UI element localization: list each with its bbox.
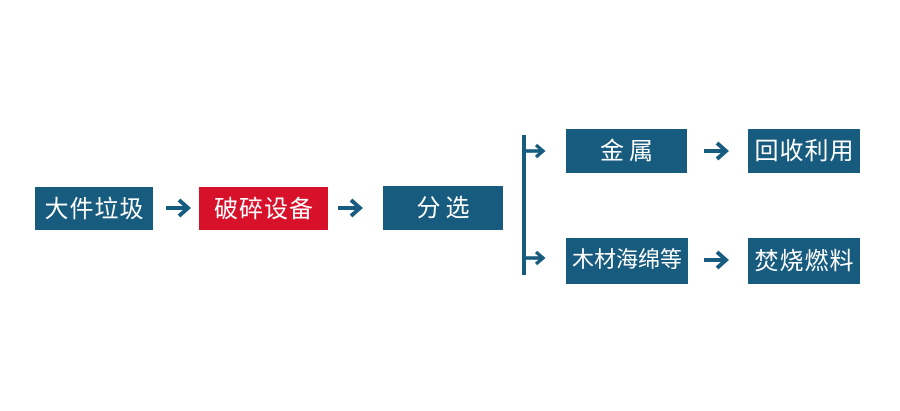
node-sorting: 分选 bbox=[383, 186, 503, 230]
node-crushing-equipment-label: 破碎设备 bbox=[214, 194, 314, 223]
node-metal: 金属 bbox=[566, 129, 687, 173]
branch-arrow-right-icon bbox=[525, 143, 546, 159]
arrow-right-icon bbox=[166, 198, 192, 218]
node-incineration-fuel-label: 焚烧燃料 bbox=[754, 247, 855, 275]
branch-connector-line bbox=[522, 135, 526, 275]
node-recycling-reuse-label: 回收利用 bbox=[754, 137, 855, 165]
node-wood-sponge-etc: 木材海绵等 bbox=[566, 238, 688, 284]
node-sorting-label: 分选 bbox=[416, 194, 475, 222]
node-bulky-waste-label: 大件垃圾 bbox=[44, 194, 145, 223]
arrow-right-icon bbox=[704, 141, 730, 161]
node-metal-label: 金属 bbox=[600, 137, 658, 165]
node-crushing-equipment: 破碎设备 bbox=[199, 187, 328, 230]
arrow-right-icon bbox=[704, 250, 730, 270]
node-bulky-waste: 大件垃圾 bbox=[35, 187, 153, 230]
node-recycling-reuse: 回收利用 bbox=[748, 129, 860, 173]
node-wood-sponge-etc-label: 木材海绵等 bbox=[571, 248, 682, 273]
arrow-right-icon bbox=[338, 198, 364, 218]
branch-arrow-right-icon bbox=[525, 250, 546, 266]
node-incineration-fuel: 焚烧燃料 bbox=[748, 238, 860, 284]
